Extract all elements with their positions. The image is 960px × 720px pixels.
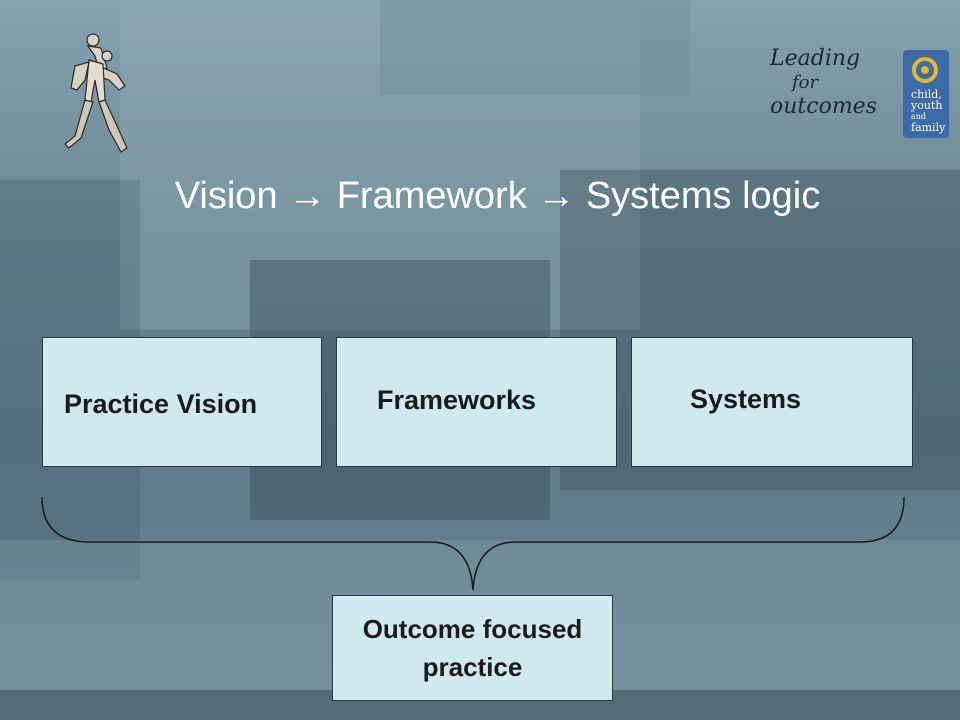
outcome-focused-practice-box: Outcome focused practice bbox=[332, 595, 613, 701]
systems-label: Systems bbox=[690, 384, 802, 414]
piggyback-figure-icon bbox=[64, 33, 128, 153]
badge-line-1: child, bbox=[911, 88, 942, 101]
badge-line-4: family bbox=[911, 121, 946, 134]
background-texture bbox=[120, 0, 640, 330]
logo-graphic bbox=[903, 50, 949, 138]
badge-line-2: youth bbox=[911, 99, 943, 112]
leading-for-outcomes-logo: Leading for outcomes child, youth and fa… bbox=[765, 45, 950, 145]
practice-vision-label: Practice Vision bbox=[64, 389, 258, 419]
practice-vision-box: Practice Vision bbox=[42, 337, 322, 467]
frameworks-label: Frameworks bbox=[377, 385, 537, 415]
frameworks-box: Frameworks bbox=[336, 337, 617, 467]
logo-line-1: Leading bbox=[770, 46, 861, 71]
badge-line-3: and bbox=[911, 112, 927, 121]
outcome-line-2: practice bbox=[422, 652, 523, 682]
systems-box: Systems bbox=[631, 337, 913, 467]
slide-title: Vision → Framework → Systems logic bbox=[174, 175, 821, 217]
background-texture bbox=[380, 0, 690, 95]
outcome-line-1: Outcome focused bbox=[362, 614, 583, 644]
logo-line-2: for bbox=[792, 72, 819, 93]
logo-line-3: outcomes bbox=[770, 94, 877, 119]
